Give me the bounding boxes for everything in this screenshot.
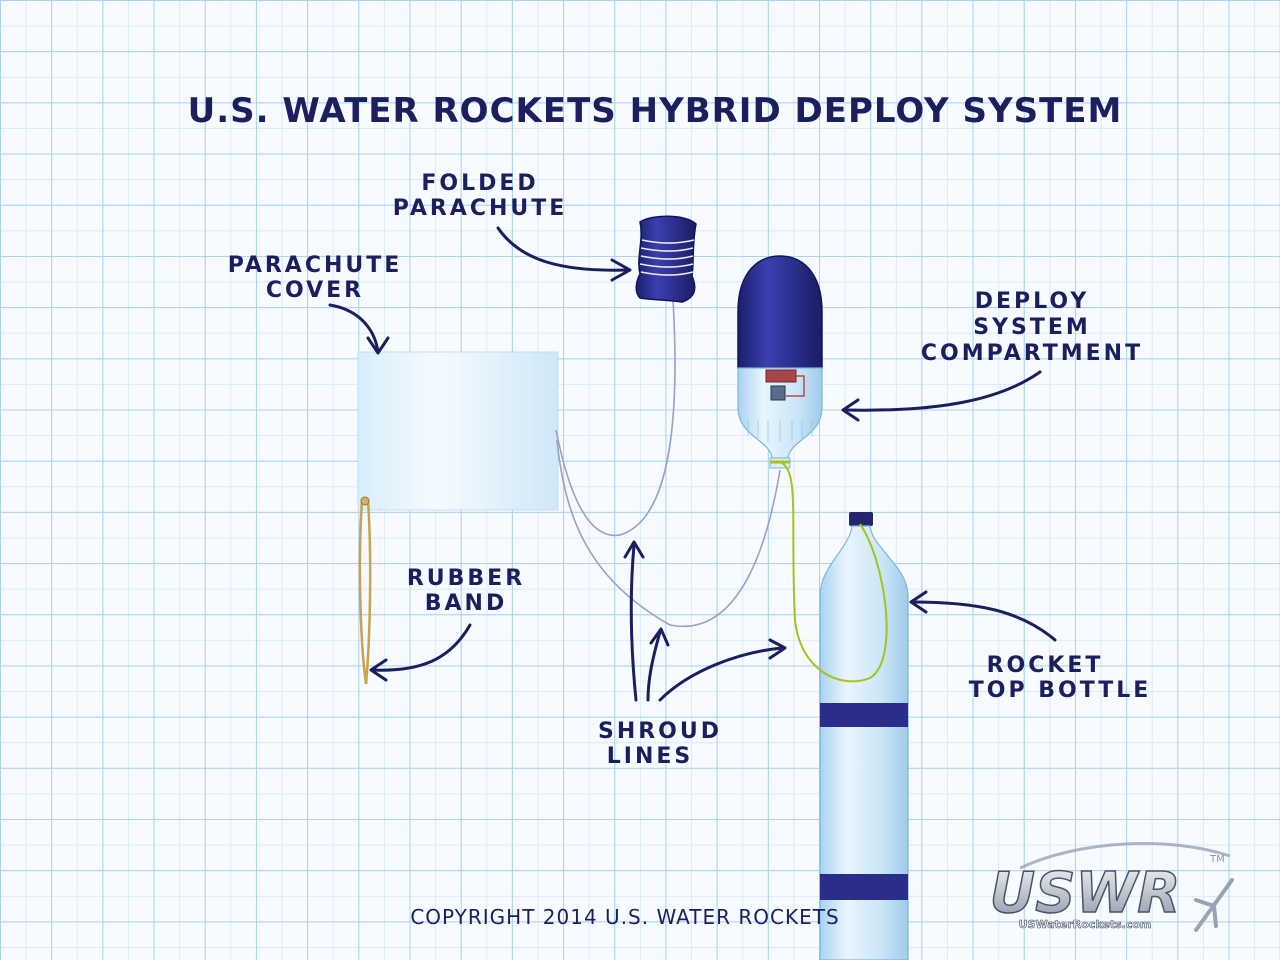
bottle-band-lower [820, 874, 908, 900]
deploy-mechanism [770, 385, 786, 401]
label-deploy-system-compartment: DEPLOY SYSTEM COMPARTMENT [921, 289, 1143, 366]
svg-text:DEPLOY: DEPLOY [975, 289, 1090, 314]
svg-text:PARACHUTE: PARACHUTE [228, 253, 403, 278]
label-rocket-top-bottle: ROCKET TOP BOTTLE [969, 653, 1152, 703]
svg-text:PARACHUTE: PARACHUTE [393, 196, 568, 221]
svg-text:COMPARTMENT: COMPARTMENT [921, 341, 1143, 366]
arrow-parachute-cover [328, 303, 380, 354]
label-folded-parachute: FOLDED PARACHUTE [393, 171, 568, 221]
shroud-lines [555, 299, 781, 628]
deploy-system-compartment [737, 255, 823, 469]
logo-text: USWR [990, 861, 1181, 926]
folded-parachute [635, 215, 697, 303]
svg-text:RUBBER: RUBBER [407, 566, 525, 591]
svg-text:SHROUD: SHROUD [598, 719, 722, 744]
tether-line [779, 461, 888, 683]
label-parachute-cover: PARACHUTE COVER [228, 253, 403, 303]
arrow-rocket-top-bottle [910, 600, 1057, 642]
label-shroud-lines: SHROUD LINES [598, 719, 722, 769]
logo-subtext: USWaterRockets.com [1019, 918, 1152, 931]
label-rubber-band: RUBBER BAND [407, 566, 525, 616]
arrow-rubber-band-head [369, 658, 388, 682]
arrow-parachute-cover-head [366, 336, 390, 355]
svg-text:SYSTEM: SYSTEM [973, 315, 1091, 340]
svg-text:BAND: BAND [425, 591, 507, 616]
arrow-rubber-band [370, 623, 472, 672]
svg-text:LINES: LINES [607, 744, 694, 769]
parachute-cover-sheet [357, 351, 559, 511]
uswr-logo: USWR USWaterRockets.com TM [989, 842, 1234, 932]
svg-text:COVER: COVER [266, 278, 364, 303]
copyright-text: COPYRIGHT 2014 U.S. WATER ROCKETS [410, 905, 839, 929]
rubber-band [358, 496, 372, 685]
diagram-title: U.S. WATER ROCKETS HYBRID DEPLOY SYSTEM [188, 91, 1123, 131]
arrow-folded-parachute-head [610, 258, 632, 282]
arrow-deploy-system-head [841, 398, 860, 422]
logo-trademark: TM [1209, 854, 1225, 865]
arrows-shroud-lines [623, 540, 787, 702]
circuit-board [765, 369, 797, 383]
bottle-band-upper [820, 703, 908, 727]
arrow-rocket-top-bottle-head [909, 590, 928, 614]
svg-text:FOLDED: FOLDED [421, 171, 538, 196]
rocket-icon [1194, 878, 1234, 932]
svg-text:TOP BOTTLE: TOP BOTTLE [969, 678, 1152, 703]
svg-text:ROCKET: ROCKET [987, 653, 1104, 678]
arrow-deploy-system [843, 370, 1042, 412]
rocket-top-bottle [819, 512, 909, 960]
arrow-folded-parachute [496, 226, 630, 272]
